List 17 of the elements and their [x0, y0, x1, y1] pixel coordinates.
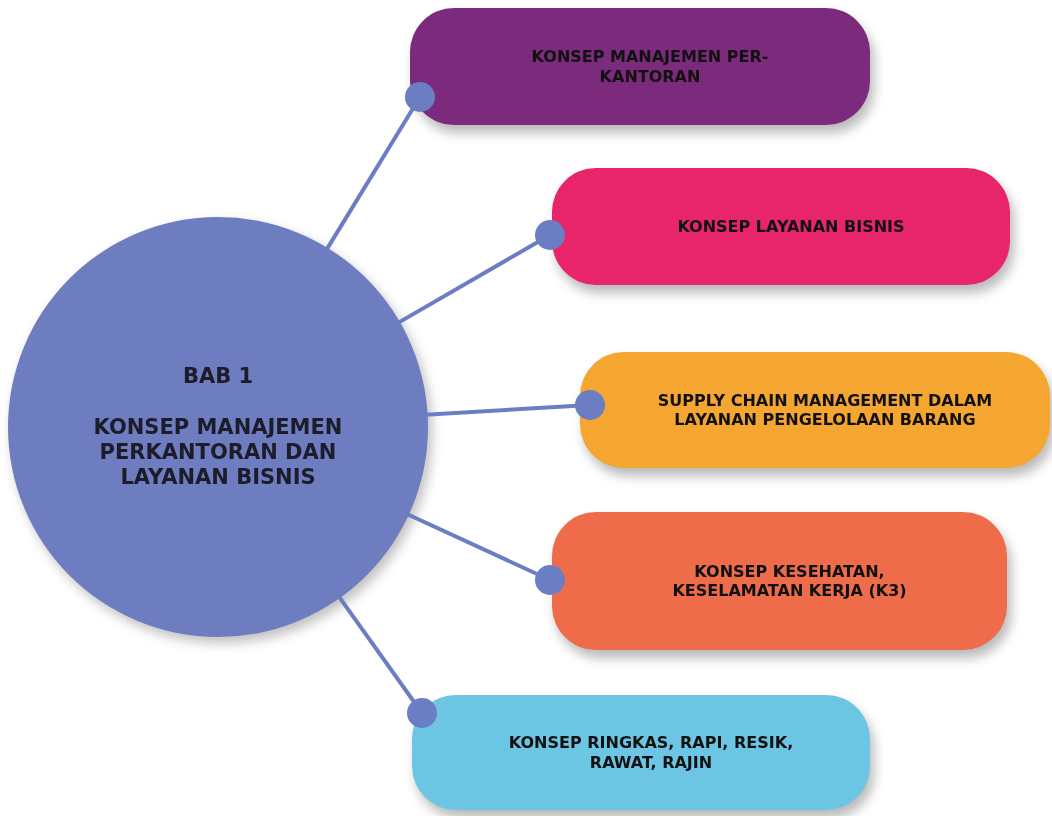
- subtopic-pill: [410, 8, 870, 125]
- chapter-title: KONSEP MANAJEMEN PERKANTORAN DAN LAYANAN BISNIS: [92, 414, 344, 491]
- subtopic-text: SUPPLY CHAIN MANAGEMENT DALAM LAYANAN PENGELOLAAN BARANG: [656, 390, 994, 430]
- subtopic-text: KONSEP LAYANAN BISNIS: [677, 216, 905, 237]
- subtopic-pill: [412, 695, 870, 810]
- connector-line: [397, 220, 565, 325]
- connector-line: [324, 82, 435, 251]
- subtopic-text: KONSEP KESEHATAN, KESELAMATAN KERJA (K3): [671, 561, 908, 601]
- chapter-label: BAB 1: [181, 363, 255, 389]
- connector-line: [425, 390, 605, 420]
- connector-line: [337, 595, 437, 728]
- subtopic-pill: [580, 352, 1050, 468]
- subtopic-pill: [552, 168, 1010, 285]
- subtopic-text: KONSEP MANAJEMEN PER-KANTORAN: [530, 47, 770, 86]
- subtopic-text: KONSEP RINGKAS, RAPI, RESIK, RAWAT, RAJIN: [507, 733, 795, 772]
- connector-line: [406, 512, 565, 595]
- subtopic-pill: [552, 512, 1007, 650]
